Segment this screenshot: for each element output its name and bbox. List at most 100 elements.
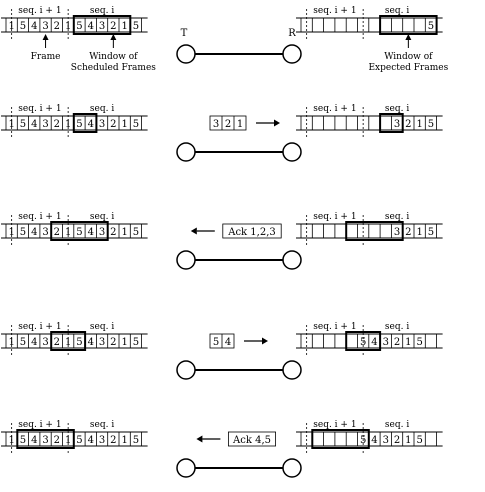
receiver-frame-number: 1 [405,337,411,348]
transmitter-frame-number: 3 [99,337,105,348]
receiver-frame-number: 2 [394,337,400,348]
transmitter-node [176,250,196,270]
receiver-node [282,142,302,162]
receiver-frame-number: 5 [428,119,434,130]
transmitter-frame-number: 2 [54,227,60,238]
transmitter-frame-number: 4 [88,435,94,446]
transmitter-seq-i-label: seq. i [90,322,114,332]
frame-arrow-head [42,34,49,40]
link-0 [176,44,302,64]
transmitter-frame-number: 5 [76,435,82,446]
transmitter-window-box [72,113,98,133]
receiver-seq-i-plus-1-label: seq. i + 1 [313,104,356,114]
transmitter-frame-number: 2 [54,337,60,348]
transmitter-frame-number: 4 [31,21,37,32]
receiver-window-box [345,221,404,241]
transmitter-seq-i-plus-1-label: seq. i + 1 [18,6,61,16]
transmitter-seq-i-label: seq. i [90,104,114,114]
transmitter-seq-i-plus-1-label: seq. i + 1 [18,322,61,332]
transmitter-frame-number: 2 [54,435,60,446]
receiver-seq-i-label: seq. i [385,104,409,114]
transmitter-node [176,458,196,478]
receiver-frame-number: 3 [383,337,389,348]
transmitter-frame-number: 4 [88,337,94,348]
left-arrow-head [190,227,197,235]
right-arrow-head [274,119,280,127]
transmitter-frame-number: 4 [88,21,94,32]
transmitter-frame-number: 4 [31,227,37,238]
receiver-seq-i-plus-1-label: seq. i + 1 [313,322,356,332]
transmitter-node [176,360,196,380]
transmitter-frame-number: 3 [42,337,48,348]
receiver-frame-number: 5 [428,227,434,238]
transmitter-frame-number: 5 [76,227,82,238]
receiver-frame-number: 1 [416,119,422,130]
transmitter-frame-number: 1 [121,21,127,32]
link-1 [176,142,302,162]
transmitter-frame-number: 5 [20,435,26,446]
receiver-frame-number: 5 [428,21,434,32]
ack-box [227,431,276,447]
transmitter-frame-number: 5 [76,337,82,348]
receiver-seq-i-label: seq. i [385,6,409,16]
transmitter-window-box [72,15,132,35]
transmitter-seq-i-plus-1-label: seq. i + 1 [18,212,61,222]
receiver-frame-number: 2 [405,119,411,130]
right-arrow-head [262,337,268,345]
transmitter-frame-number: 2 [110,227,116,238]
scheduled-window-line2: Scheduled Frames [71,63,156,73]
message-2: Ack 1,2,3 [190,223,282,239]
transmitter-seq-i-label: seq. i [90,420,114,430]
frame-annotation: Frame [31,52,61,62]
receiver-seq-i-label: seq. i [385,420,409,430]
message-frame: 1 [237,119,243,130]
transmitter-frame-number: 2 [54,21,60,32]
transmitter-frame-number: 3 [99,435,105,446]
transmitter-frame-number: 5 [133,119,139,130]
transmitter-frame-number: 4 [31,119,37,130]
transmitter-frame-number: 2 [54,119,60,130]
expected-window-line2: Expected Frames [368,63,448,73]
receiver-node [282,458,302,478]
transmitter-frame-number: 3 [99,227,105,238]
receiver-window-box [379,113,404,133]
transmitter-frame-number: 3 [42,119,48,130]
transmitter-frame-number: 2 [110,21,116,32]
transmitter-frame-number: 5 [133,227,139,238]
receiver-frame-number: 5 [416,337,422,348]
ack-box [222,223,282,239]
transmitter-frame-number: 5 [76,119,82,130]
transmitter-frame-number: 2 [110,435,116,446]
link-4 [176,458,302,478]
message-frame: 4 [225,337,231,348]
scheduled-window-line1: Window of [89,52,138,62]
receiver-frame-number: 1 [416,227,422,238]
transmitter-seq-i-plus-1-label: seq. i + 1 [18,420,61,430]
receiver-frame-number: 3 [394,227,400,238]
transmitter-window-box [16,429,75,449]
receiver-window-box [311,429,370,449]
transmitter-frame-number: 3 [42,21,48,32]
transmitter-frame-number: 3 [99,21,105,32]
message-4: Ack 4,5 [196,431,276,447]
receiver-frame-number: 2 [394,435,400,446]
transmitter-frame-number: 3 [42,435,48,446]
receiver-seq-i-label: seq. i [385,322,409,332]
ack-label: Ack 4,5 [232,435,271,446]
receiver-node [282,360,302,380]
receiver-label: R [288,28,296,39]
ack-label: Ack 1,2,3 [227,227,276,238]
receiver-seq-i-label: seq. i [385,212,409,222]
transmitter-frame-number: 4 [88,119,94,130]
message-frame: 3 [213,119,219,130]
transmitter-frame-number: 5 [20,21,26,32]
